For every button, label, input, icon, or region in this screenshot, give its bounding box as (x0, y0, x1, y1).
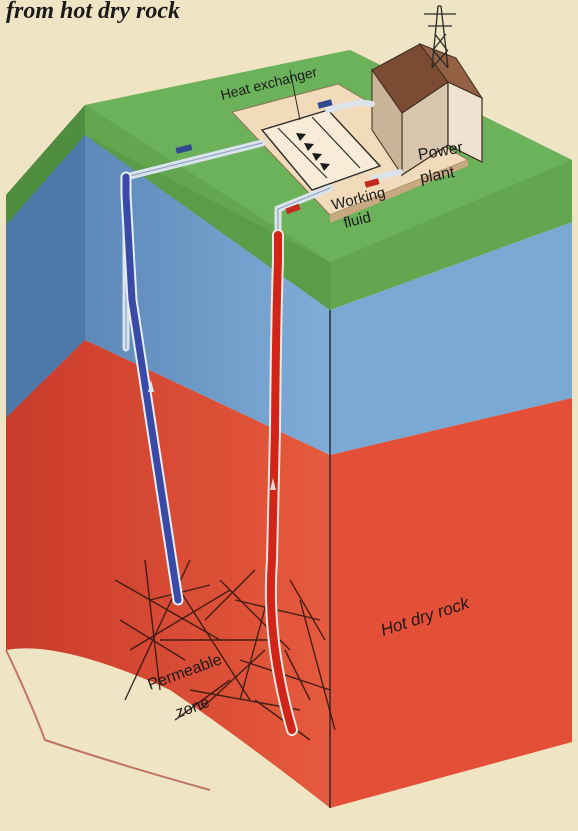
front-right-face (330, 222, 572, 808)
